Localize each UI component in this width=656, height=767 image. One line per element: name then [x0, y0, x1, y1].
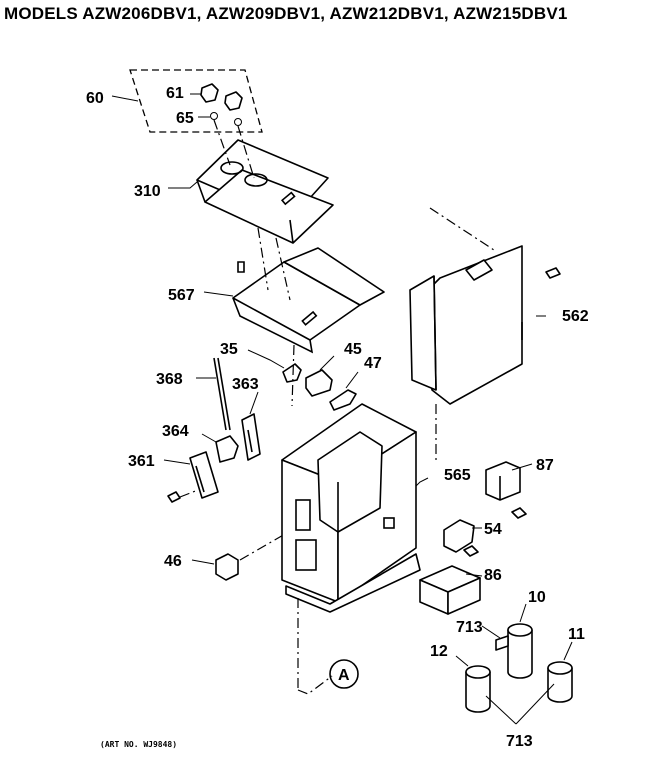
part-364-switch [201, 433, 239, 463]
label-364: 364 [162, 423, 189, 440]
label-45: 45 [344, 341, 362, 358]
callout-a-circle [329, 659, 359, 689]
label-54: 54 [484, 521, 502, 538]
label-65: 65 [176, 110, 194, 127]
part-10-capacitor [481, 603, 533, 679]
part-361-mounting-plate [163, 451, 219, 503]
part-60-control-kit [111, 69, 263, 133]
label-a: A [338, 667, 350, 684]
part-86-capacitor-box [419, 565, 483, 615]
diagram-title: MODELS AZW206DBV1, AZW209DBV1, AZW212DBV… [4, 4, 568, 23]
part-54-bracket [443, 519, 482, 557]
label-567: 567 [168, 287, 195, 304]
label-11: 11 [568, 626, 585, 643]
part-35-clip [247, 344, 302, 407]
label-10: 10 [528, 589, 546, 606]
label-363: 363 [232, 376, 259, 393]
label-87: 87 [536, 457, 554, 474]
label-565: 565 [444, 467, 471, 484]
label-368: 368 [156, 371, 183, 388]
label-12: 12 [430, 643, 448, 660]
part-47-bracket [329, 371, 359, 411]
label-35: 35 [220, 341, 238, 358]
label-46: 46 [164, 553, 182, 570]
label-361: 361 [128, 453, 155, 470]
label-562: 562 [562, 308, 589, 325]
part-46-bushing [191, 529, 293, 581]
part-565-housing [281, 403, 429, 695]
label-310: 310 [134, 183, 161, 200]
leader-713-right [515, 683, 555, 725]
label-60: 60 [86, 90, 104, 107]
part-363-switch-bracket [241, 391, 261, 461]
part-87-terminal-block [485, 461, 533, 519]
label-47: 47 [364, 355, 382, 372]
part-562-cover-panel [409, 207, 561, 462]
part-368-rod [196, 357, 231, 431]
label-61: 61 [166, 85, 184, 102]
part-567-control-box [203, 227, 385, 354]
label-713-upper: 713 [456, 619, 483, 636]
part-12-capacitor [455, 655, 491, 713]
art-number: (ART NO. WJ9848) [100, 740, 178, 749]
part-310-control-panel [168, 119, 334, 244]
label-86: 86 [484, 567, 502, 584]
label-713-lower: 713 [506, 733, 533, 750]
leader-713-left [485, 695, 517, 725]
part-11-capacitor [547, 641, 573, 703]
part-45-relay [305, 355, 335, 397]
